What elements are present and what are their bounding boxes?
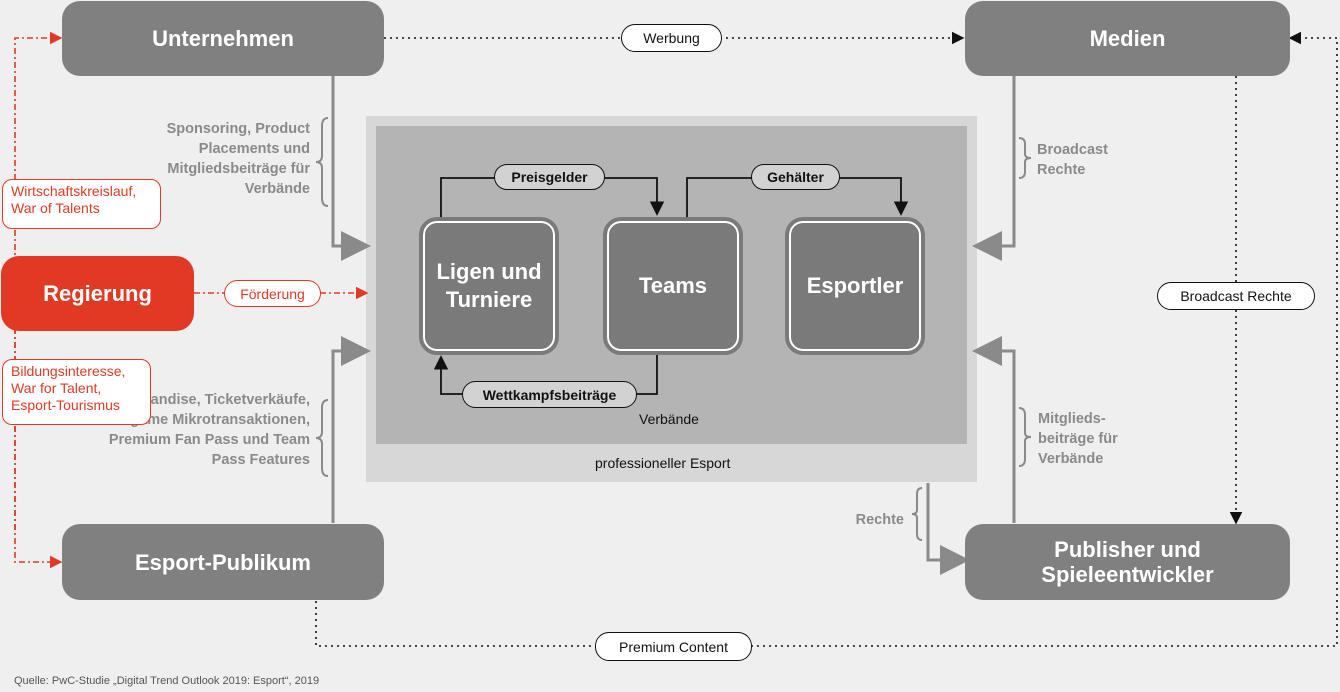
brace-mitglieds bbox=[1018, 407, 1032, 467]
flow-premium-content bbox=[315, 31, 1338, 647]
flow-unternehmen-to-core bbox=[331, 76, 371, 261]
publisher-box: Publisher und Spieleentwickler bbox=[965, 524, 1290, 600]
flow-regierung-to-publikum bbox=[14, 300, 63, 569]
preisgelder-pill: Preisgelder bbox=[494, 164, 605, 190]
regierung-box: Regierung bbox=[1, 256, 194, 331]
foerderung-pill: Förderung bbox=[224, 280, 321, 307]
regierung-interest-bottom: Bildungsinteresse, War for Talent, Espor… bbox=[2, 359, 151, 425]
rechte-label: Rechte bbox=[855, 512, 904, 528]
wettkampfsbeitraege-pill: Wettkampfsbeiträge bbox=[462, 381, 637, 408]
publisher-label: Publisher und Spieleentwickler bbox=[1041, 537, 1214, 587]
regierung-interest-top: Wirtschaftskreislauf, War of Talents bbox=[2, 179, 161, 229]
ligen-box: Ligen und Turniere bbox=[419, 217, 559, 355]
merchandise-label: Merchandise, Ticketverkäufe, Ingame Mikr… bbox=[107, 392, 310, 468]
broadcast-rechte-pill: Broadcast Rechte bbox=[1157, 282, 1315, 310]
flow-core-to-publisher bbox=[926, 483, 970, 575]
unternehmen-box: Unternehmen bbox=[62, 1, 384, 76]
brace-broadcast bbox=[1018, 137, 1032, 179]
medien-label: Medien bbox=[1089, 26, 1166, 51]
publikum-label: Esport-Publikum bbox=[134, 549, 311, 575]
broadcast-label: Broadcast Rechte bbox=[1037, 142, 1108, 178]
flow-publisher-to-core bbox=[972, 336, 1016, 523]
mitglieds-label: Mitglieds-beiträge für Verbände bbox=[1038, 411, 1118, 467]
brace-merchandise bbox=[315, 399, 329, 477]
medien-box: Medien bbox=[965, 1, 1290, 76]
sponsoring-label: Sponsoring, Product Placements und Mitgl… bbox=[166, 121, 310, 197]
premium-content-pill: Premium Content bbox=[595, 632, 752, 661]
verbaende-label: Verbände bbox=[639, 411, 699, 427]
ligen-label: Ligen und Turniere bbox=[436, 259, 542, 312]
werbung-pill: Werbung bbox=[621, 24, 722, 52]
esportler-box: Esportler bbox=[785, 217, 925, 355]
publikum-box: Esport-Publikum bbox=[62, 524, 384, 600]
professionell-label: professioneller Esport bbox=[595, 455, 731, 471]
brace-sponsoring bbox=[315, 117, 329, 207]
flow-publikum-to-core bbox=[331, 336, 371, 523]
teams-box: Teams bbox=[603, 217, 743, 355]
brace-rechte bbox=[911, 487, 923, 541]
source-note: Quelle: PwC-Studie „Digital Trend Outloo… bbox=[14, 675, 320, 687]
teams-label: Teams bbox=[638, 273, 708, 298]
flow-medien-to-core bbox=[972, 76, 1016, 261]
regierung-label: Regierung bbox=[43, 280, 152, 306]
unternehmen-label: Unternehmen bbox=[152, 26, 294, 51]
gehaelter-pill: Gehälter bbox=[751, 164, 840, 190]
esportler-label: Esportler bbox=[806, 273, 904, 298]
